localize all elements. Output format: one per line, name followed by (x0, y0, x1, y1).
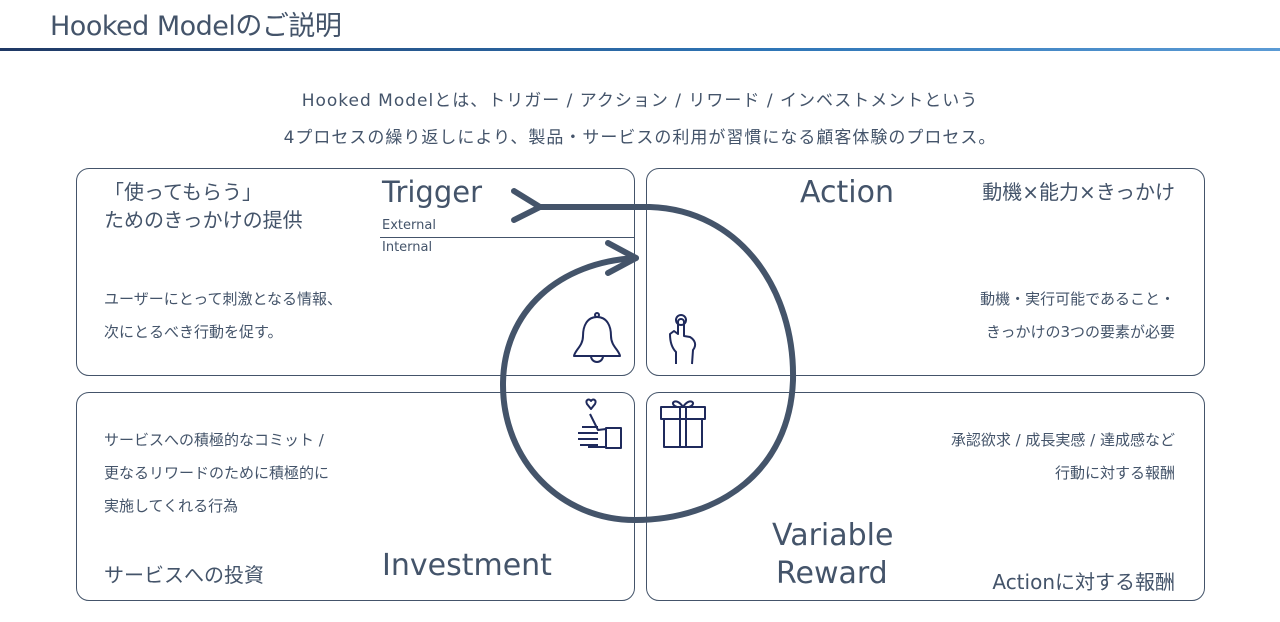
reward-desc-2: 行動に対する報酬 (1054, 464, 1175, 482)
thumbs-up-heart-icon (578, 398, 622, 449)
bell-icon (573, 312, 621, 363)
reward-caption: Actionに対する報酬 (992, 570, 1175, 594)
reward-heading-2: Reward (776, 556, 888, 591)
tap-finger-icon (669, 314, 697, 365)
intro-line-1: Hooked Modelとは、トリガー / アクション / リワード / インベ… (301, 91, 979, 111)
action-desc-1: 動機・実行可能であること・ (980, 290, 1175, 308)
investment-box (76, 392, 635, 601)
trigger-heading: Trigger (382, 175, 483, 209)
gift-icon (660, 400, 706, 448)
investment-caption: サービスへの投資 (104, 563, 264, 587)
investment-desc-2: 更なるリワードのために積極的に (104, 464, 330, 482)
trigger-caption-1: 「使ってもらう」 (104, 180, 262, 204)
action-desc-2: きっかけの3つの要素が必要 (986, 323, 1175, 341)
reward-desc-1: 承認欲求 / 成長実感 / 達成感など (950, 431, 1175, 449)
page-title: Hooked Modelのご説明 (50, 11, 342, 42)
trigger-box (76, 168, 635, 376)
investment-desc-3: 実施してくれる行為 (104, 497, 239, 515)
trigger-external: External (382, 218, 436, 233)
action-box (646, 168, 1205, 376)
trigger-desc-2: 次にとるべき行動を促す。 (104, 323, 283, 341)
action-heading: Action (800, 175, 894, 210)
reward-box (646, 392, 1205, 601)
loop-arrow (500, 188, 797, 523)
arrow-head-icon (605, 240, 639, 276)
trigger-caption-2: ためのきっかけの提供 (104, 208, 303, 232)
action-caption: 動機×能力×きっかけ (982, 180, 1175, 204)
arrow-head-icon (511, 188, 543, 223)
investment-desc-1: サービスへの積極的なコミット / (104, 431, 324, 449)
intro-line-2: 4プロセスの繰り返しにより、製品・サービスの利用が習慣になる顧客体験のプロセス。 (283, 128, 997, 148)
investment-heading: Investment (382, 548, 552, 583)
reward-heading-1: Variable (772, 518, 894, 553)
trigger-desc-1: ユーザーにとって刺激となる情報、 (104, 290, 343, 308)
trigger-divider (380, 237, 634, 238)
title-divider (0, 48, 1280, 51)
trigger-internal: Internal (382, 240, 433, 255)
